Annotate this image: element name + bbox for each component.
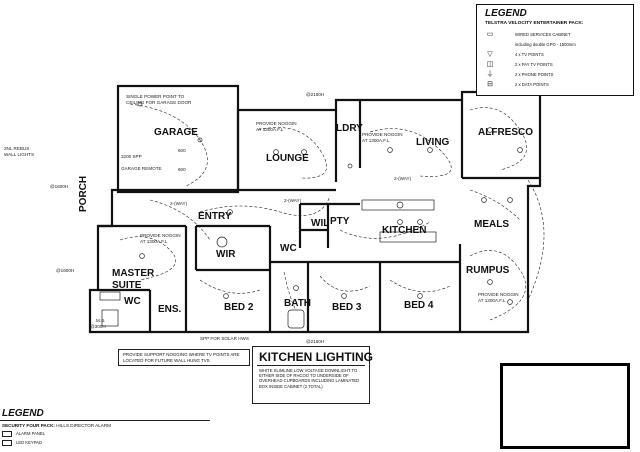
room-wc-ens: WC bbox=[124, 296, 141, 307]
note-h1600-b: @1600H bbox=[56, 268, 74, 273]
note-h300: @300H bbox=[90, 324, 106, 329]
room-wc-mid: WC bbox=[280, 243, 297, 254]
legend-row-label: WIRED SERVICES CABINET bbox=[515, 32, 571, 37]
security-item-keypad: LED KEYPAD bbox=[2, 440, 42, 446]
legend-subtitle: TELSTRA VELOCITY ENTERTAINER PACK: bbox=[485, 21, 584, 26]
room-garage: GARAGE bbox=[154, 127, 198, 138]
legend-row-label: 4 x TV POINTS bbox=[515, 52, 544, 57]
room-entry: ENTRY bbox=[198, 211, 232, 222]
legend-row: including double GPO - 1500mm bbox=[485, 41, 630, 49]
security-item-label: ALARM PANEL bbox=[16, 431, 46, 437]
wiring-runs bbox=[119, 103, 545, 321]
room-wil: WIL bbox=[311, 218, 329, 229]
kitchen-bench-back bbox=[361, 199, 435, 211]
note-garage-remote: GARAGE REMOTE bbox=[121, 166, 162, 171]
room-bed4: BED 4 bbox=[404, 300, 434, 311]
room-ens: ENS. bbox=[158, 304, 182, 315]
note-lounge-noggin-1: PROVIDE NOGGIN bbox=[256, 121, 297, 126]
cabinet-icon: ▭ bbox=[486, 31, 494, 38]
data-point-icon: ⊟ bbox=[487, 81, 493, 88]
room-master-line1: MASTER bbox=[112, 268, 155, 279]
interior-walls bbox=[98, 100, 540, 332]
support-noggin-note: PROVIDE SUPPORT NOGGING WHERE TV POINTS … bbox=[118, 349, 250, 366]
legend-row: ⏚ 2 x PHONE POINTS bbox=[485, 71, 630, 79]
note-master-noggin-2: AT 1300A.F.L bbox=[140, 239, 168, 244]
security-pack-label: SECURITY FOUR PACK: bbox=[2, 423, 55, 428]
note-lounge-noggin-2: AT 1300A.F.L bbox=[256, 127, 284, 132]
pay-tv-icon: ◫ bbox=[486, 61, 494, 68]
kitchen-lighting-panel: KITCHEN LIGHTING WHITE SLIMLINE LOW VOLT… bbox=[252, 346, 373, 404]
legend-title: LEGEND bbox=[485, 8, 527, 19]
security-legend-rule bbox=[0, 420, 210, 421]
note-mb: M.B. bbox=[96, 318, 105, 323]
note-rebus-1: 2NL REBUS bbox=[4, 146, 29, 151]
note-living-noggin-2: AT 1300A.F.L bbox=[362, 138, 390, 143]
note-dim-600b: 600 bbox=[178, 167, 186, 172]
phone-point-icon: ⏚ bbox=[486, 71, 494, 78]
legend-row: ▭ WIRED SERVICES CABINET bbox=[485, 31, 630, 39]
note-dim-600a: 600 bbox=[178, 148, 186, 153]
room-bath: BATH bbox=[284, 298, 311, 309]
security-legend-subtitle: SECURITY FOUR PACK: HILLS DIRECTOR ALARM bbox=[2, 423, 111, 428]
note-hws: SPP FOR SOLAR HWS bbox=[200, 336, 249, 341]
security-legend: LEGEND SECURITY FOUR PACK: HILLS DIRECTO… bbox=[0, 408, 210, 452]
legend-row: ▽ 4 x TV POINTS bbox=[485, 51, 630, 59]
note-master-noggin-1: PROVIDE NOGGIN bbox=[140, 233, 181, 238]
note-rumpus-noggin-1: PROVIDE NOGGIN bbox=[478, 292, 519, 297]
light-points bbox=[137, 101, 523, 305]
vanity-icon bbox=[99, 291, 121, 301]
bath-tub-icon bbox=[287, 309, 305, 329]
title-block-frame bbox=[500, 363, 630, 449]
legend-row: ◫ 2 x PAY TV POINTS bbox=[485, 61, 630, 69]
room-kitchen: KITCHEN bbox=[382, 225, 426, 236]
room-meals: MEALS bbox=[474, 219, 509, 230]
room-ldry: LDRY bbox=[336, 123, 363, 134]
security-item-label: LED KEYPAD bbox=[16, 440, 42, 446]
led-keypad-icon bbox=[2, 440, 12, 446]
legend-row-label: 2 x PHONE POINTS bbox=[515, 72, 554, 77]
note-garage-power-2: CEILING FOR GARAGE DOOR bbox=[126, 100, 192, 105]
note-twoway-3: 2-(WAY) bbox=[394, 176, 412, 181]
legend-row-label: including double GPO - 1500mm bbox=[515, 42, 576, 47]
sink-icon bbox=[396, 201, 404, 209]
note-twoway-1: 2-(WAY) bbox=[170, 201, 188, 206]
room-rumpus: RUMPUS bbox=[466, 265, 510, 276]
note-rebus-2: WALL LIGHTS bbox=[4, 152, 34, 157]
alarm-panel-icon bbox=[2, 431, 12, 437]
security-item-alarm: ALARM PANEL bbox=[2, 431, 45, 437]
room-living: LIVING bbox=[416, 137, 450, 148]
room-bed2: BED 2 bbox=[224, 302, 254, 313]
kitchen-lighting-rule bbox=[257, 365, 365, 366]
security-pack-note: HILLS DIRECTOR ALARM bbox=[56, 423, 112, 428]
note-garage-power-1: SINGLE POWER POINT TO bbox=[126, 94, 185, 99]
note-h2150-top: @2150H bbox=[306, 92, 324, 97]
room-master-line2: SUITE bbox=[112, 280, 142, 291]
legend-row-label: 2 x DATA POINTS bbox=[515, 82, 549, 87]
note-h1600-a: @1600H bbox=[50, 184, 68, 189]
shower-icon bbox=[101, 309, 119, 327]
security-legend-title: LEGEND bbox=[2, 408, 44, 419]
note-rumpus-noggin-2: AT 1300A.F.L bbox=[478, 298, 506, 303]
legend-row: ⊟ 2 x DATA POINTS bbox=[485, 81, 630, 89]
note-living-noggin-1: PROVIDE NOGGIN bbox=[362, 132, 403, 137]
note-h2150-bottom: @2150H bbox=[306, 339, 324, 344]
note-twoway-2: 2-(WAY) bbox=[284, 198, 302, 203]
toilet-icon bbox=[216, 236, 228, 248]
room-bed3: BED 3 bbox=[332, 302, 362, 313]
room-alfresco: ALFRESCO bbox=[478, 127, 533, 138]
room-lounge: LOUNGE bbox=[266, 153, 309, 164]
legend-panel: LEGEND TELSTRA VELOCITY ENTERTAINER PACK… bbox=[476, 4, 634, 96]
kitchen-lighting-title: KITCHEN LIGHTING bbox=[259, 350, 373, 364]
room-pty: PTY bbox=[330, 216, 350, 227]
room-porch: PORCH bbox=[78, 176, 89, 212]
tv-point-icon: ▽ bbox=[487, 51, 493, 58]
kitchen-lighting-text: WHITE SLIMLINE LOW VOLTAGE DOWNLIGHT TO … bbox=[259, 368, 360, 389]
room-wir: WIR bbox=[216, 249, 236, 260]
legend-row-label: 2 x PAY TV POINTS bbox=[515, 62, 553, 67]
note-garage-spp: 3200 SPP bbox=[121, 154, 142, 159]
